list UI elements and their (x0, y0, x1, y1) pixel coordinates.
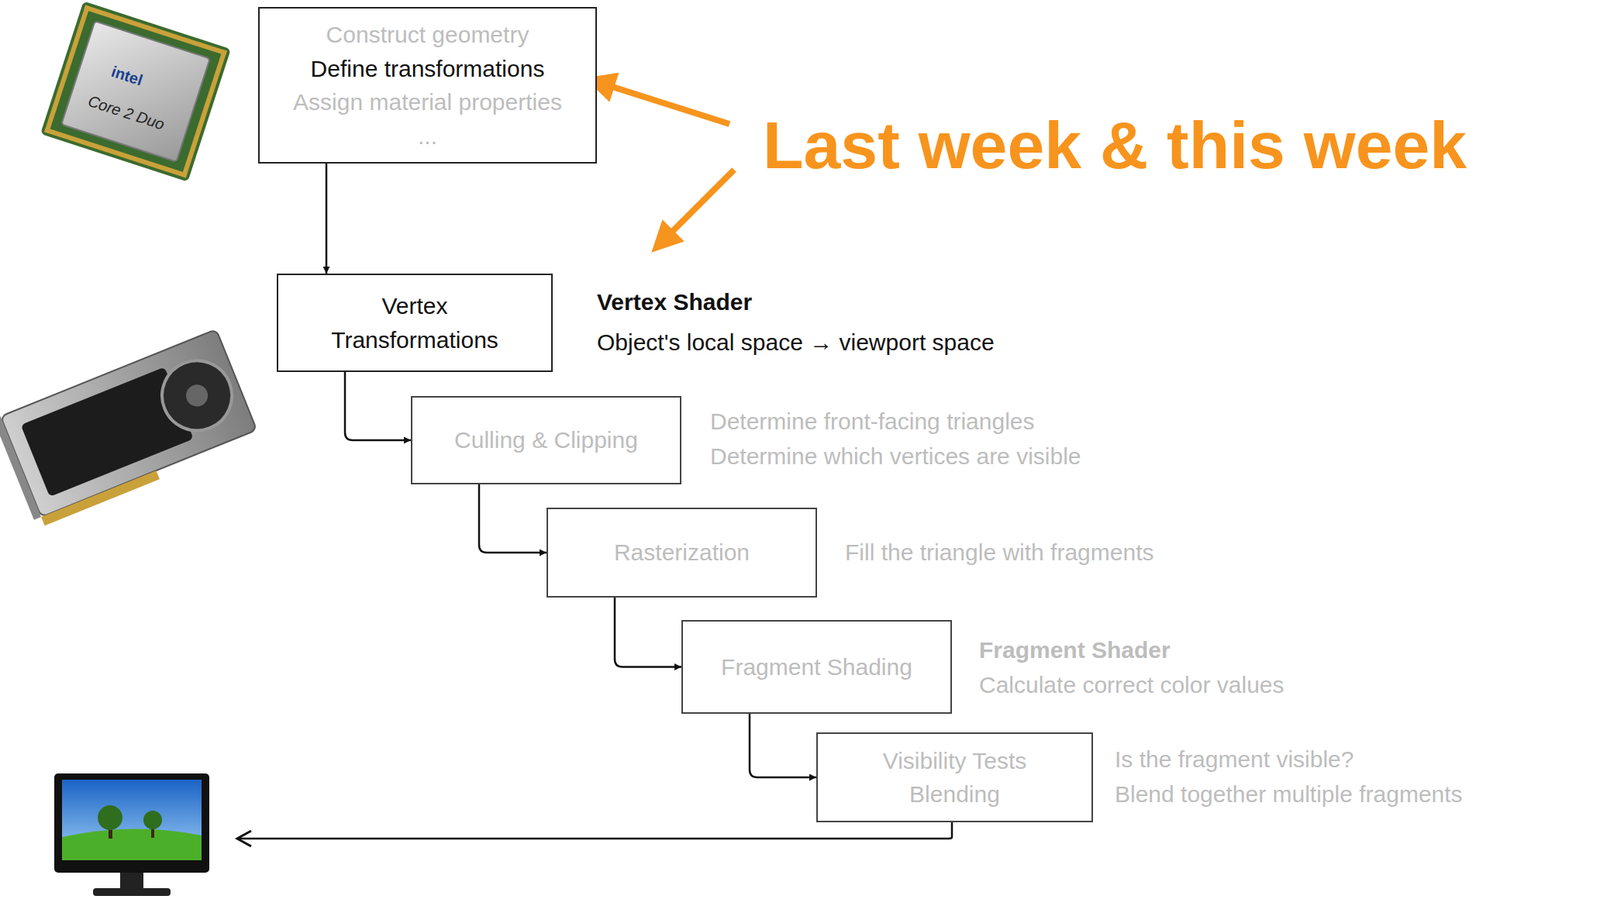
flow-arrow (614, 597, 682, 668)
shader-title: Fragment Shader (979, 636, 1171, 665)
stage-note: Determine front-facing triangles (710, 407, 1035, 436)
gpu-icon (0, 329, 261, 529)
callout-arrow (655, 169, 735, 249)
output-arrowhead (237, 831, 252, 847)
stage-note: Determine which vertices are visible (710, 442, 1082, 471)
stage-text: ... (417, 119, 438, 154)
stage-note: Fill the triangle with fragments (844, 538, 1155, 567)
flow-arrow (479, 484, 547, 553)
flow-arrow (325, 163, 328, 274)
shader-title: Vertex Shader (596, 288, 752, 317)
shader-note: Calculate correct color values (979, 671, 1285, 700)
stage-text: Culling & Clipping (454, 423, 638, 458)
callout-text: Last week & this week (762, 105, 1467, 186)
process-box: Vertex Transformations (276, 273, 553, 373)
stage-text: Define transformations (310, 51, 545, 87)
callout-arrow (590, 79, 730, 125)
stage-note: Is the fragment visible? (1114, 745, 1354, 774)
stage-text: Fragment Shading (720, 650, 913, 685)
process-box: Construct geometryDefine transformations… (258, 6, 597, 164)
stage-text: Rasterization (613, 535, 750, 570)
process-box: Culling & Clipping (410, 396, 682, 485)
cpu-icon (40, 1, 232, 183)
flow-arrow (344, 372, 411, 441)
process-box: Rasterization (546, 507, 818, 598)
stage-note: Blend together multiple fragments (1114, 780, 1463, 809)
stage-text: Assign material properties (293, 85, 563, 120)
stage-text: Visibility Tests Blending (834, 744, 1075, 812)
output-line (238, 822, 952, 839)
monitor-icon (54, 773, 210, 897)
shader-note: Object's local space → viewport space (596, 328, 995, 357)
process-box: Visibility Tests Blending (816, 732, 1094, 823)
process-box: Fragment Shading (681, 620, 952, 714)
flow-arrow (749, 713, 817, 778)
stage-text: Construct geometry (326, 17, 530, 52)
stage-text: Vertex Transformations (295, 289, 535, 357)
